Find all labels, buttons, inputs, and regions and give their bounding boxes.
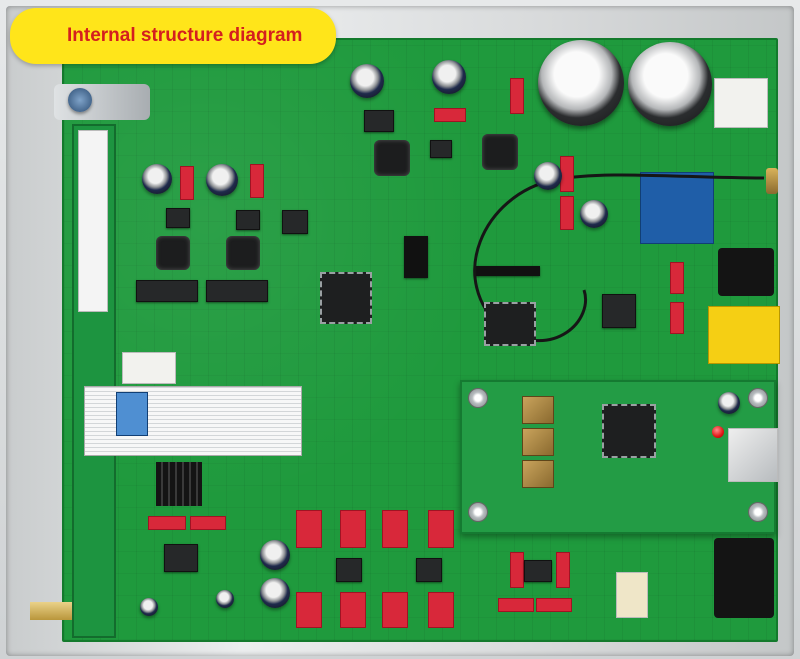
headphone-jack: [714, 538, 774, 618]
film-capacitor: [250, 164, 264, 198]
power-jack: [718, 248, 774, 296]
display-connector: [78, 130, 108, 312]
caption-text: Internal structure diagram: [67, 25, 303, 46]
small-capacitor: [534, 162, 562, 190]
small-capacitor: [216, 590, 234, 608]
film-capacitor: [340, 592, 366, 628]
film-capacitor: [428, 592, 454, 628]
film-capacitor: [560, 156, 574, 192]
heatsink: [156, 462, 202, 506]
relay: [122, 352, 176, 384]
film-capacitor: [340, 510, 366, 548]
small-capacitor: [580, 200, 608, 228]
large-capacitor-1: [538, 40, 624, 126]
usb-spdif-subboard: [460, 380, 776, 534]
film-capacitor: [190, 516, 226, 530]
film-capacitor: [670, 302, 684, 334]
film-capacitor: [434, 108, 466, 122]
coaxial-jack: [708, 306, 780, 364]
regulator-chip: [236, 210, 260, 230]
small-capacitor: [140, 598, 158, 616]
op-amp-chip: [416, 558, 442, 582]
op-amp-chip: [164, 544, 198, 572]
screw: [468, 388, 488, 408]
encoder-knob: [68, 88, 92, 112]
power-inlet: [714, 78, 768, 128]
dac-chip: [484, 302, 536, 346]
film-capacitor: [536, 598, 572, 612]
film-capacitor: [510, 78, 524, 114]
film-capacitor: [560, 196, 574, 230]
crystal-oscillator: [522, 428, 554, 456]
regulator-chip: [166, 208, 190, 228]
large-capacitor-2: [628, 42, 712, 126]
inductor: [156, 236, 190, 270]
screw: [748, 388, 768, 408]
film-capacitor: [498, 598, 534, 612]
film-capacitor: [180, 166, 194, 200]
small-capacitor: [142, 164, 172, 194]
film-capacitor: [670, 262, 684, 294]
inductor: [226, 236, 260, 270]
ic-chip: [602, 294, 636, 328]
crystal-oscillator: [522, 460, 554, 488]
film-capacitor: [556, 552, 570, 588]
small-capacitor: [350, 64, 384, 98]
red-led: [712, 426, 724, 438]
regulator-chip: [430, 140, 452, 158]
small-capacitor: [260, 540, 290, 570]
relay: [616, 572, 648, 618]
small-capacitor: [260, 578, 290, 608]
small-capacitor: [206, 164, 238, 196]
film-capacitor: [296, 510, 322, 548]
caption-badge: Internal structure diagram: [10, 8, 336, 64]
usb-interface-chip: [602, 404, 656, 458]
small-capacitor: [718, 392, 740, 414]
film-capacitor: [428, 510, 454, 548]
regulator-chip: [364, 110, 394, 132]
screw: [468, 502, 488, 522]
film-capacitor: [296, 592, 322, 628]
usb-b-port: [728, 428, 778, 482]
pin-header: [404, 236, 428, 278]
ribbon-connector: [116, 392, 148, 436]
film-capacitor: [382, 510, 408, 548]
mcu-chip: [320, 272, 372, 324]
mosfet-array: [136, 280, 198, 302]
op-amp-chip: [336, 558, 362, 582]
film-capacitor: [148, 516, 186, 530]
small-capacitor: [432, 60, 466, 94]
mosfet-array: [206, 280, 268, 302]
inductor: [374, 140, 410, 176]
crystal-oscillator: [522, 396, 554, 424]
small-ic: [282, 210, 308, 234]
film-capacitor: [382, 592, 408, 628]
antenna-connector: [766, 168, 778, 194]
op-amp-chip: [524, 560, 552, 582]
screw: [748, 502, 768, 522]
bluetooth-module: [640, 172, 714, 244]
antenna-cable: [473, 173, 765, 343]
inductor: [482, 134, 518, 170]
brass-standoff: [30, 602, 72, 620]
main-pcb: [62, 38, 780, 642]
film-capacitor: [510, 552, 524, 588]
